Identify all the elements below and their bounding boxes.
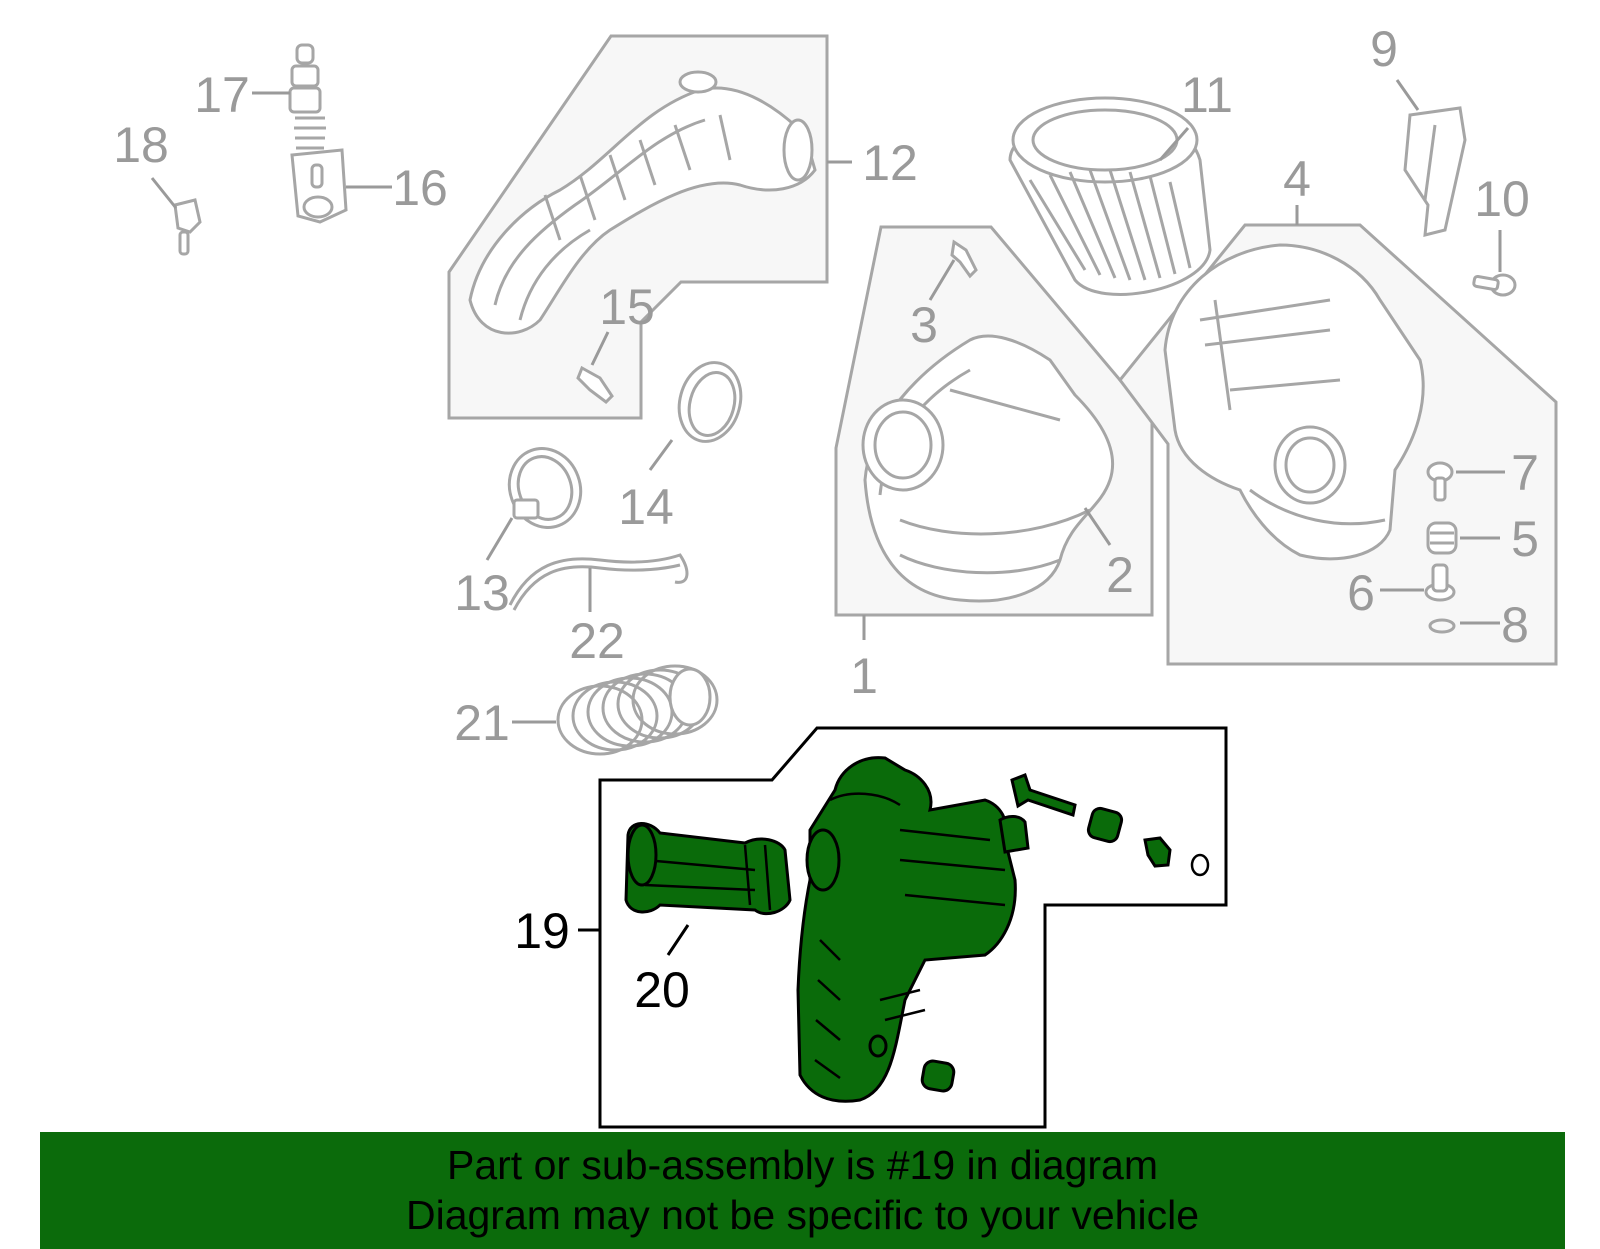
intake-duct-20[interactable] bbox=[624, 822, 792, 916]
callout-3: 3 bbox=[910, 297, 938, 353]
callout-12: 12 bbox=[862, 135, 918, 191]
callout-8: 8 bbox=[1501, 597, 1529, 653]
tube-22[interactable] bbox=[508, 553, 689, 611]
callout-4: 4 bbox=[1283, 151, 1311, 207]
clamp-13[interactable] bbox=[498, 438, 591, 537]
air-box-upper-4[interactable] bbox=[1163, 243, 1425, 561]
callout-11: 11 bbox=[1181, 67, 1233, 123]
callout-9: 9 bbox=[1370, 21, 1398, 77]
mount-5[interactable] bbox=[1426, 521, 1458, 555]
callout-7: 7 bbox=[1511, 445, 1539, 501]
banner-line-2: Diagram may not be specific to your vehi… bbox=[405, 1192, 1199, 1238]
sensor-18[interactable] bbox=[173, 198, 202, 256]
callout-1: 1 bbox=[850, 648, 878, 704]
callout-18: 18 bbox=[113, 117, 169, 173]
hardware-19[interactable] bbox=[920, 773, 1210, 1093]
clip-3[interactable] bbox=[950, 239, 978, 279]
grommet-7[interactable] bbox=[1426, 461, 1454, 502]
bracket-9[interactable] bbox=[1403, 106, 1467, 237]
bolt-6[interactable] bbox=[1424, 563, 1456, 602]
callout-19: 19 bbox=[514, 903, 570, 959]
air-filter-11[interactable] bbox=[1008, 96, 1212, 296]
leader-9 bbox=[1395, 79, 1420, 111]
leader-15 bbox=[590, 331, 610, 366]
callout-17: 17 bbox=[194, 67, 250, 123]
air-box-assembly-19[interactable] bbox=[796, 756, 1017, 1103]
callout-2: 2 bbox=[1106, 547, 1134, 603]
o-ring-8[interactable] bbox=[1428, 618, 1456, 634]
callout-22: 22 bbox=[569, 613, 625, 669]
callout-16: 16 bbox=[392, 160, 448, 216]
leader-2 bbox=[1083, 507, 1112, 546]
leader-11 bbox=[1158, 127, 1190, 161]
callout-6: 6 bbox=[1347, 565, 1375, 621]
callout-21: 21 bbox=[454, 695, 510, 751]
clip-15[interactable] bbox=[576, 365, 614, 404]
leader-13 bbox=[485, 517, 514, 561]
sensor-16[interactable] bbox=[290, 148, 348, 224]
callout-10: 10 bbox=[1474, 171, 1530, 227]
clamp-14[interactable] bbox=[671, 356, 750, 449]
intake-hose-12[interactable] bbox=[468, 70, 817, 335]
group-box-12 bbox=[447, 34, 829, 420]
leader-3 bbox=[928, 259, 956, 301]
hose-21[interactable] bbox=[556, 664, 719, 756]
bolt-10[interactable] bbox=[1472, 273, 1517, 297]
callout-15: 15 bbox=[599, 279, 655, 335]
leader-18 bbox=[150, 177, 178, 209]
callout-5: 5 bbox=[1511, 511, 1539, 567]
connector-17[interactable] bbox=[288, 43, 326, 150]
callout-20: 20 bbox=[634, 962, 690, 1018]
leader-14 bbox=[648, 439, 674, 471]
leader-20 bbox=[666, 924, 690, 956]
banner-line-1: Part or sub-assembly is #19 in diagram bbox=[447, 1142, 1158, 1188]
info-banner: Part or sub-assembly is #19 in diagram D… bbox=[40, 1132, 1565, 1249]
callout-14: 14 bbox=[618, 479, 674, 535]
air-box-lower-2[interactable] bbox=[861, 334, 1115, 603]
callout-13: 13 bbox=[454, 565, 510, 621]
